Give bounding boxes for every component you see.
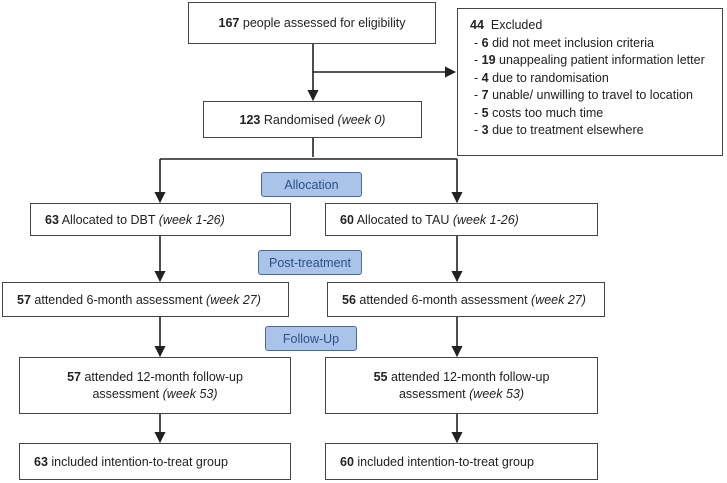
excluded-reason: - 3 due to treatment elsewhere [474, 123, 644, 137]
stage-post-treatment: Post-treatment [258, 250, 362, 275]
randomised-box: 123 Randomised (week 0) [203, 101, 422, 138]
excluded-count: 44 [470, 18, 484, 32]
excluded-reason: - 7 unable/ unwilling to travel to locat… [474, 88, 693, 102]
excluded-box: 44 Excluded - 6 did not meet inclusion c… [457, 8, 723, 156]
dbt-allocated-box: 63 Allocated to DBT (week 1-26) [30, 203, 291, 236]
tau-itt-box: 60 included intention-to-treat group [325, 443, 598, 480]
excluded-reason: - 5 costs too much time [474, 105, 604, 120]
excluded-reason: - 6 did not meet inclusion criteria [474, 35, 654, 50]
excluded-title: Excluded [490, 18, 543, 32]
assessed-count: 167 [218, 16, 240, 30]
assessed-box: 167 people assessed for eligibility [188, 2, 436, 44]
randomised-count: 123 [239, 112, 261, 127]
stage-allocation: Allocation [261, 172, 362, 197]
randomised-text: Randomised [263, 112, 335, 127]
excluded-reason: - 19 unappealing patient information let… [474, 53, 705, 67]
excluded-reason: - 4 due to randomisation [474, 70, 609, 85]
dbt-six-month-box: 57 attended 6-month assessment (week 27) [2, 282, 289, 317]
tau-allocated-box: 60 Allocated to TAU (week 1-26) [325, 203, 598, 236]
randomised-week: (week 0) [337, 112, 386, 127]
dbt-itt-box: 63 included intention-to-treat group [19, 443, 291, 480]
tau-six-month-box: 56 attended 6-month assessment (week 27) [327, 282, 605, 317]
assessed-text: people assessed for eligibility [242, 16, 406, 30]
stage-follow-up: Follow-Up [265, 326, 357, 351]
